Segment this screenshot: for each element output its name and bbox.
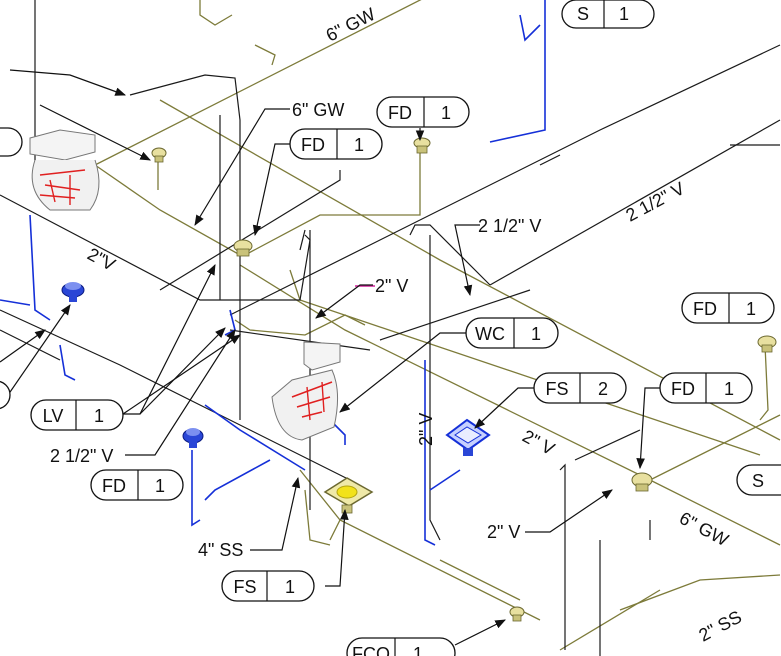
pipe-label: 2" V [487,522,520,542]
floor-drain-icon [182,428,204,448]
fixture-tag: S [736,464,781,496]
fixture-tag [0,127,23,157]
pipe-label: 2" V [519,426,558,459]
tag-code: FS [233,577,256,597]
floor-sink-icon [323,477,374,514]
tag-code: S [752,471,764,491]
pipe-label: 6" GW [292,100,344,120]
floor-drain-icon [413,137,431,154]
pipe-label: 2" V [375,276,408,296]
tag-count: 1 [441,103,451,123]
fixture-tag: FD 1 [289,128,383,160]
fixture-tag: FD 1 [90,469,184,501]
tag-count: 1 [94,406,104,426]
tag-count: 1 [155,476,165,496]
pipe-label: 4" SS [198,540,243,560]
pipe-label: 2 1/2" V [50,446,113,466]
fixture-tag: S 1 [561,0,655,29]
tag-count: 1 [746,299,756,319]
fixture-tag: FS 2 [533,372,627,404]
fixture-tag: WC 1 [465,317,559,349]
fixture-tag: FD 1 [659,372,753,404]
tag-code: FD [301,135,325,155]
tag-count: 1 [724,379,734,399]
toilet-icon [271,341,341,441]
tag-count: 1 [354,135,364,155]
pipe-label: 2" SS [695,607,744,646]
toilet-icon [29,129,100,211]
fixture-tag: FCO 1 [346,637,456,656]
pipe-label: 2" V [416,413,436,446]
tag-code: FD [102,476,126,496]
pipe-label: 2 1/2" V [622,178,687,225]
tag-count: 1 [619,4,629,24]
fixture-tag: LV 1 [30,399,124,431]
leader-lines [0,69,660,646]
floor-sink-icon [445,418,491,456]
tag-count: 1 [413,644,423,656]
pipe-label: 2 1/2" V [478,216,541,236]
fixture-tag: FD 1 [681,292,775,324]
tag-code: S [577,4,589,24]
pipe-label: 2"V [84,244,118,275]
pipe-label: 6" GW [676,508,732,550]
floor-drain-icon [151,147,167,163]
fixture-tag: FS 1 [221,570,315,602]
tag-code: FD [671,379,695,399]
tag-count: 2 [598,379,608,399]
floor-drain-icon [631,472,653,492]
tag-code: FS [545,379,568,399]
cleanout-icon [509,606,525,622]
floor-drain-icon [757,335,777,353]
tag-count: 1 [531,324,541,344]
pipe-label: 6" GW [323,4,379,46]
tag-count: 1 [285,577,295,597]
fixture-tag: FD 1 [376,96,470,128]
tag-code: FCO [352,644,390,656]
floor-drain-icon [233,239,253,257]
tag-code: FD [388,103,412,123]
fixture-tag [0,380,11,410]
tag-code: FD [693,299,717,319]
tag-code: WC [475,324,505,344]
floor-drain-icon [61,282,85,302]
tag-code: LV [43,406,64,426]
